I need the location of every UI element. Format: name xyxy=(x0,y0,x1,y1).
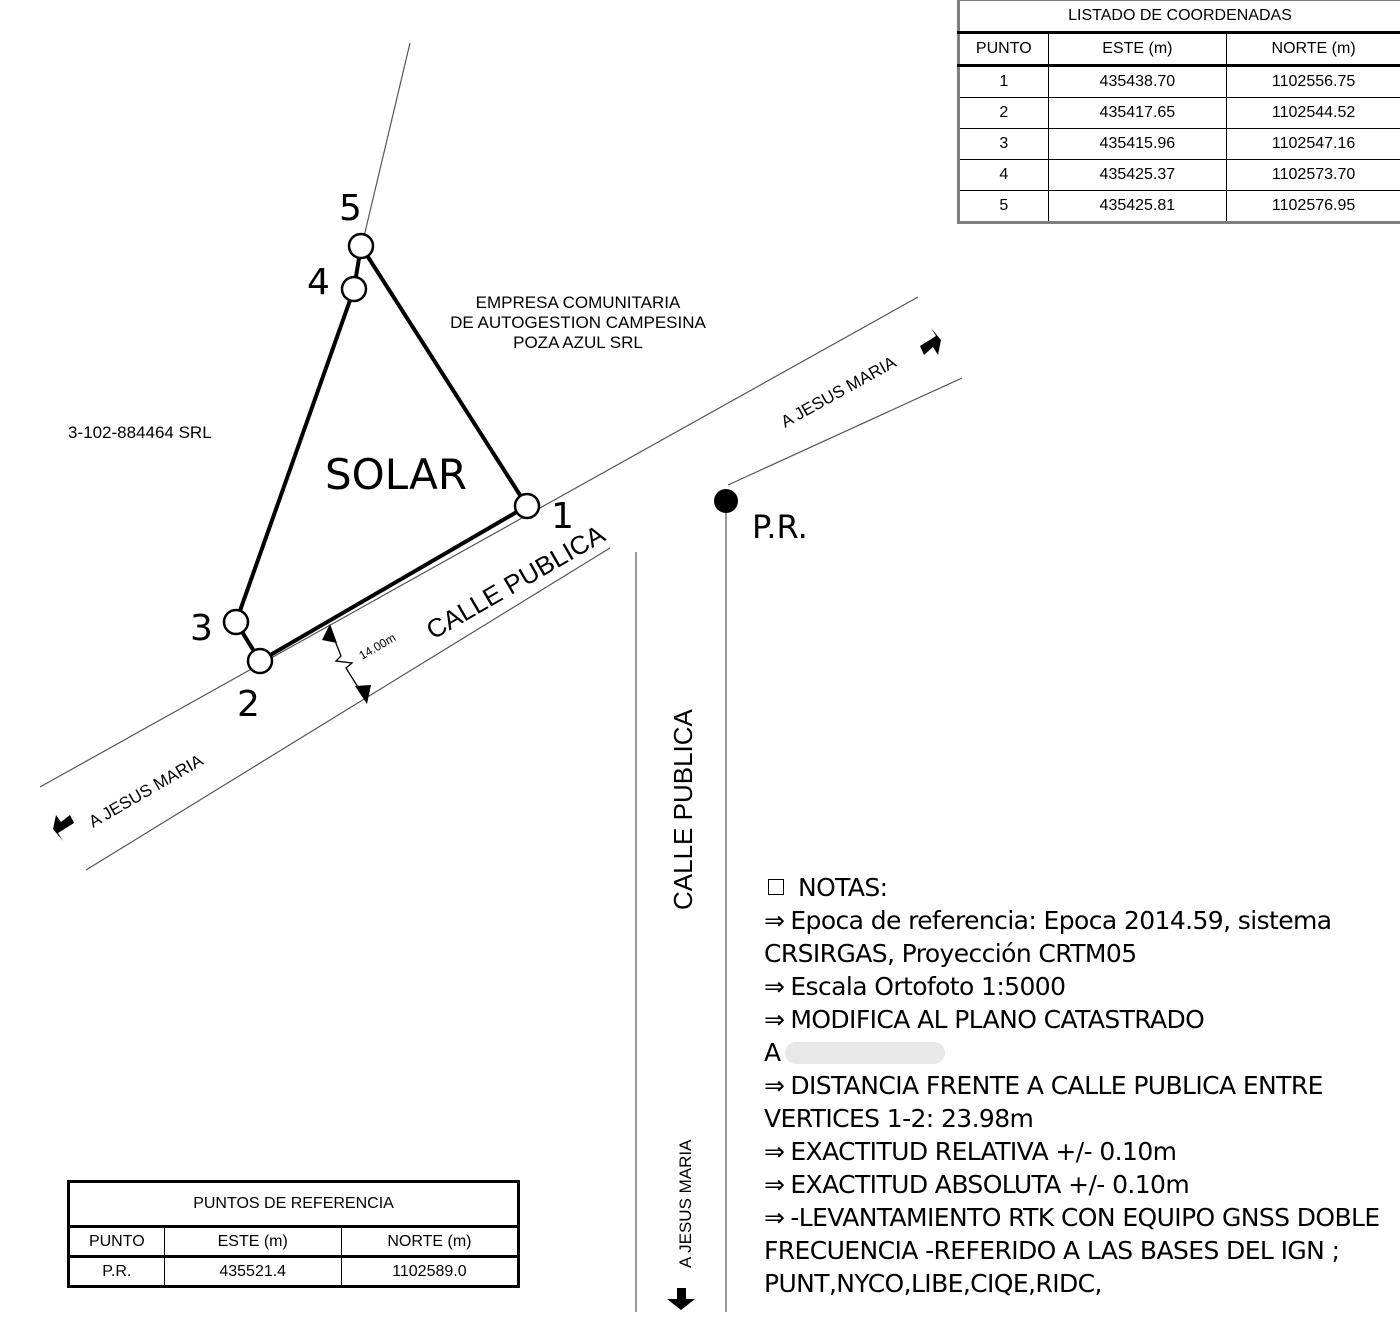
redacted-blur xyxy=(784,1042,945,1064)
street-edge-north xyxy=(39,296,919,788)
punto-cell: 2 xyxy=(958,97,1049,129)
dimension-label: 14.00m xyxy=(357,630,399,662)
direction-label-sw: A JESUS MARIA xyxy=(86,750,207,831)
note-redacted-line: A xyxy=(764,1036,1384,1069)
vertex-3-label: 3 xyxy=(190,608,213,649)
coordinates-header-norte: NORTE (m) xyxy=(1226,32,1400,67)
vertex-3-marker xyxy=(222,608,250,636)
street-edge-south-east xyxy=(727,377,963,486)
vertex-5-label: 5 xyxy=(339,188,362,229)
arrow-sw-icon xyxy=(53,815,74,841)
checkbox-icon xyxy=(768,879,784,895)
vertex-2-marker xyxy=(246,647,274,675)
reference-points-table: PUNTOS DE REFERENCIA PUNTO ESTE (m) NORT… xyxy=(67,1180,520,1288)
vertex-4-label: 4 xyxy=(307,262,330,303)
punto-cell: 1 xyxy=(958,65,1049,98)
vertex-1-marker xyxy=(513,492,541,520)
este-cell: 435521.4 xyxy=(163,1255,342,1287)
dimension-arrow-top-icon xyxy=(322,624,337,643)
notes-heading-line: NOTAS: xyxy=(764,871,1384,904)
este-cell: 435438.70 xyxy=(1047,65,1228,98)
boundary-line-north xyxy=(361,42,411,246)
coordinates-header-punto: PUNTO xyxy=(958,32,1049,67)
vertex-5-marker xyxy=(347,232,375,260)
reference-header-punto: PUNTO xyxy=(68,1226,165,1257)
table-row: 2 435417.65 1102544.52 xyxy=(958,97,1400,129)
table-row: 5 435425.81 1102576.95 xyxy=(958,190,1400,223)
este-cell: 435415.96 xyxy=(1047,128,1228,160)
vertex-1-label: 1 xyxy=(551,496,574,537)
implies-arrow-icon: ⇒ xyxy=(764,1005,785,1034)
reference-point-label: P.R. xyxy=(752,508,808,546)
este-cell: 435425.37 xyxy=(1047,159,1228,191)
norte-cell: 1102589.0 xyxy=(340,1255,520,1287)
norte-cell: 1102547.16 xyxy=(1226,128,1400,160)
norte-cell: 1102556.75 xyxy=(1226,65,1400,98)
street-label-diagonal: CALLE PUBLICA xyxy=(421,518,611,645)
vertex-4-marker xyxy=(340,275,368,303)
street-label-vertical: CALLE PUBLICA xyxy=(668,708,698,910)
norte-cell: 1102544.52 xyxy=(1226,97,1400,129)
implies-arrow-icon: ⇒ xyxy=(764,1203,785,1232)
reference-point-marker xyxy=(714,489,738,513)
note-item: ⇒EXACTITUD ABSOLUTA +/- 0.10m xyxy=(764,1170,1190,1199)
implies-arrow-icon: ⇒ xyxy=(764,1071,785,1100)
direction-label-ne: A JESUS MARIA xyxy=(778,352,900,431)
direction-label-s: A JESUS MARIA xyxy=(676,1139,695,1268)
note-item: ⇒DISTANCIA FRENTE A CALLE PUBLICA ENTRE … xyxy=(764,1071,1323,1133)
parcel-label: SOLAR xyxy=(325,450,467,499)
note-item: ⇒-LEVANTAMIENTO RTK CON EQUIPO GNSS DOBL… xyxy=(764,1203,1380,1298)
table-row: 1 435438.70 1102556.75 xyxy=(958,65,1400,98)
norte-cell: 1102573.70 xyxy=(1226,159,1400,191)
implies-arrow-icon: ⇒ xyxy=(764,1170,785,1199)
implies-arrow-icon: ⇒ xyxy=(764,972,785,1001)
neighbor-west-label: 3-102-884464 SRL xyxy=(68,423,212,442)
reference-header-este: ESTE (m) xyxy=(163,1226,342,1257)
coordinates-table: LISTADO DE COORDENADAS PUNTO ESTE (m) NO… xyxy=(957,0,1400,224)
note-item: ⇒Escala Ortofoto 1:5000 xyxy=(764,972,1066,1001)
este-cell: 435425.81 xyxy=(1047,190,1228,223)
punto-cell: 3 xyxy=(958,128,1049,160)
este-cell: 435417.65 xyxy=(1047,97,1228,129)
reference-header-norte: NORTE (m) xyxy=(340,1226,520,1257)
parcel-boundary xyxy=(234,244,529,663)
arrow-down-icon xyxy=(667,1288,695,1310)
vertex-2-label: 2 xyxy=(237,684,260,725)
notes-block: NOTAS: ⇒Epoca de referencia: Epoca 2014.… xyxy=(764,871,1384,1300)
notes-heading: NOTAS: xyxy=(798,873,888,902)
note-item: ⇒EXACTITUD RELATIVA +/- 0.10m xyxy=(764,1137,1177,1166)
arrow-ne-icon xyxy=(920,328,941,355)
neighbor-north-line-3: POZA AZUL SRL xyxy=(513,333,643,352)
table-row: P.R. 435521.4 1102589.0 xyxy=(68,1255,520,1287)
implies-arrow-icon: ⇒ xyxy=(764,906,785,935)
coordinates-table-title: LISTADO DE COORDENADAS xyxy=(958,0,1400,34)
punto-cell: 5 xyxy=(958,190,1049,223)
norte-cell: 1102576.95 xyxy=(1226,190,1400,223)
dimension-line xyxy=(329,627,367,701)
reference-table-title: PUNTOS DE REFERENCIA xyxy=(68,1181,519,1228)
punto-cell: 4 xyxy=(958,159,1049,191)
neighbor-north-line-1: EMPRESA COMUNITARIA xyxy=(476,293,681,312)
note-item: ⇒Epoca de referencia: Epoca 2014.59, sis… xyxy=(764,906,1332,968)
coordinates-header-este: ESTE (m) xyxy=(1047,32,1228,67)
implies-arrow-icon: ⇒ xyxy=(764,1137,785,1166)
neighbor-north-line-2: DE AUTOGESTION CAMPESINA xyxy=(450,313,706,332)
punto-cell: P.R. xyxy=(68,1255,165,1287)
table-row: 4 435425.37 1102573.70 xyxy=(958,159,1400,191)
street-edge-south-west xyxy=(85,547,611,871)
note-item: ⇒MODIFICA AL PLANO CATASTRADO xyxy=(764,1005,1205,1034)
table-row: 3 435415.96 1102547.16 xyxy=(958,128,1400,160)
dimension-arrow-bottom-icon xyxy=(355,685,371,704)
